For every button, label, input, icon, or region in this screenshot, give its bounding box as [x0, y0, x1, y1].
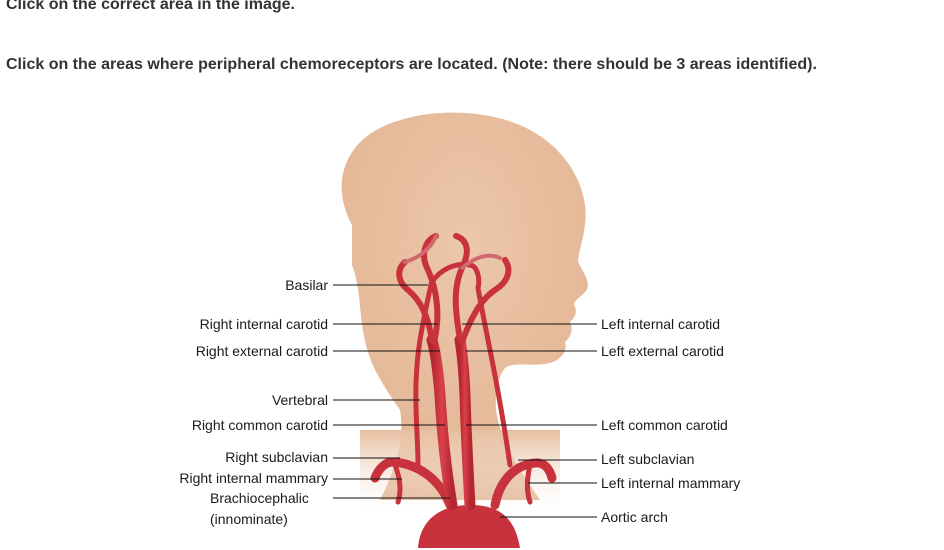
label-right-subclavian: Right subclavian [225, 449, 328, 465]
cerebral-branch-left [460, 253, 502, 270]
left-internal-mammary-vessel [524, 462, 533, 505]
label-basilar: Basilar [285, 277, 328, 293]
right-external-carotid-vessel [421, 233, 441, 345]
label-left-external-carotid: Left external carotid [601, 343, 724, 359]
label-left-internal-carotid: Left internal carotid [601, 316, 720, 332]
head-silhouette [341, 112, 588, 500]
right-internal-carotid-vessel [396, 259, 435, 343]
label-brachiocephalic: Brachiocephalic [210, 490, 309, 506]
instruction-heading: Click on the correct area in the image. [6, 0, 295, 13]
label-innominate: (innominate) [210, 511, 288, 527]
hotspot-right-carotid-bifurcation[interactable] [420, 330, 448, 358]
label-right-external-carotid: Right external carotid [196, 343, 328, 359]
label-aortic-arch: Aortic arch [601, 509, 668, 525]
label-right-common-carotid: Right common carotid [192, 417, 328, 433]
cerebral-branch-right [403, 234, 438, 264]
leader-lines [333, 284, 597, 518]
basilar-vessel [429, 261, 482, 291]
label-left-subclavian: Left subclavian [601, 451, 694, 467]
left-subclavian-vessel [490, 458, 557, 510]
right-subclavian-vessel [370, 457, 455, 510]
right-common-carotid-vessel [426, 334, 458, 511]
label-right-internal-mammary: Right internal mammary [179, 470, 328, 486]
hotspot-aortic-arch[interactable] [425, 505, 515, 545]
label-left-common-carotid: Left common carotid [601, 417, 728, 433]
aortic-arch-shape [418, 505, 520, 548]
right-internal-mammary-vessel [392, 462, 403, 505]
label-left-internal-mammary: Left internal mammary [601, 475, 740, 491]
artery-tree [370, 233, 557, 548]
left-common-carotid-vessel [454, 334, 476, 511]
question-text: Click on the areas where peripheral chem… [6, 56, 817, 73]
vertebral-vessel [413, 277, 435, 468]
label-right-internal-carotid: Right internal carotid [200, 316, 328, 332]
hotspot-left-carotid-bifurcation[interactable] [450, 330, 478, 358]
label-vertebral: Vertebral [272, 392, 328, 408]
